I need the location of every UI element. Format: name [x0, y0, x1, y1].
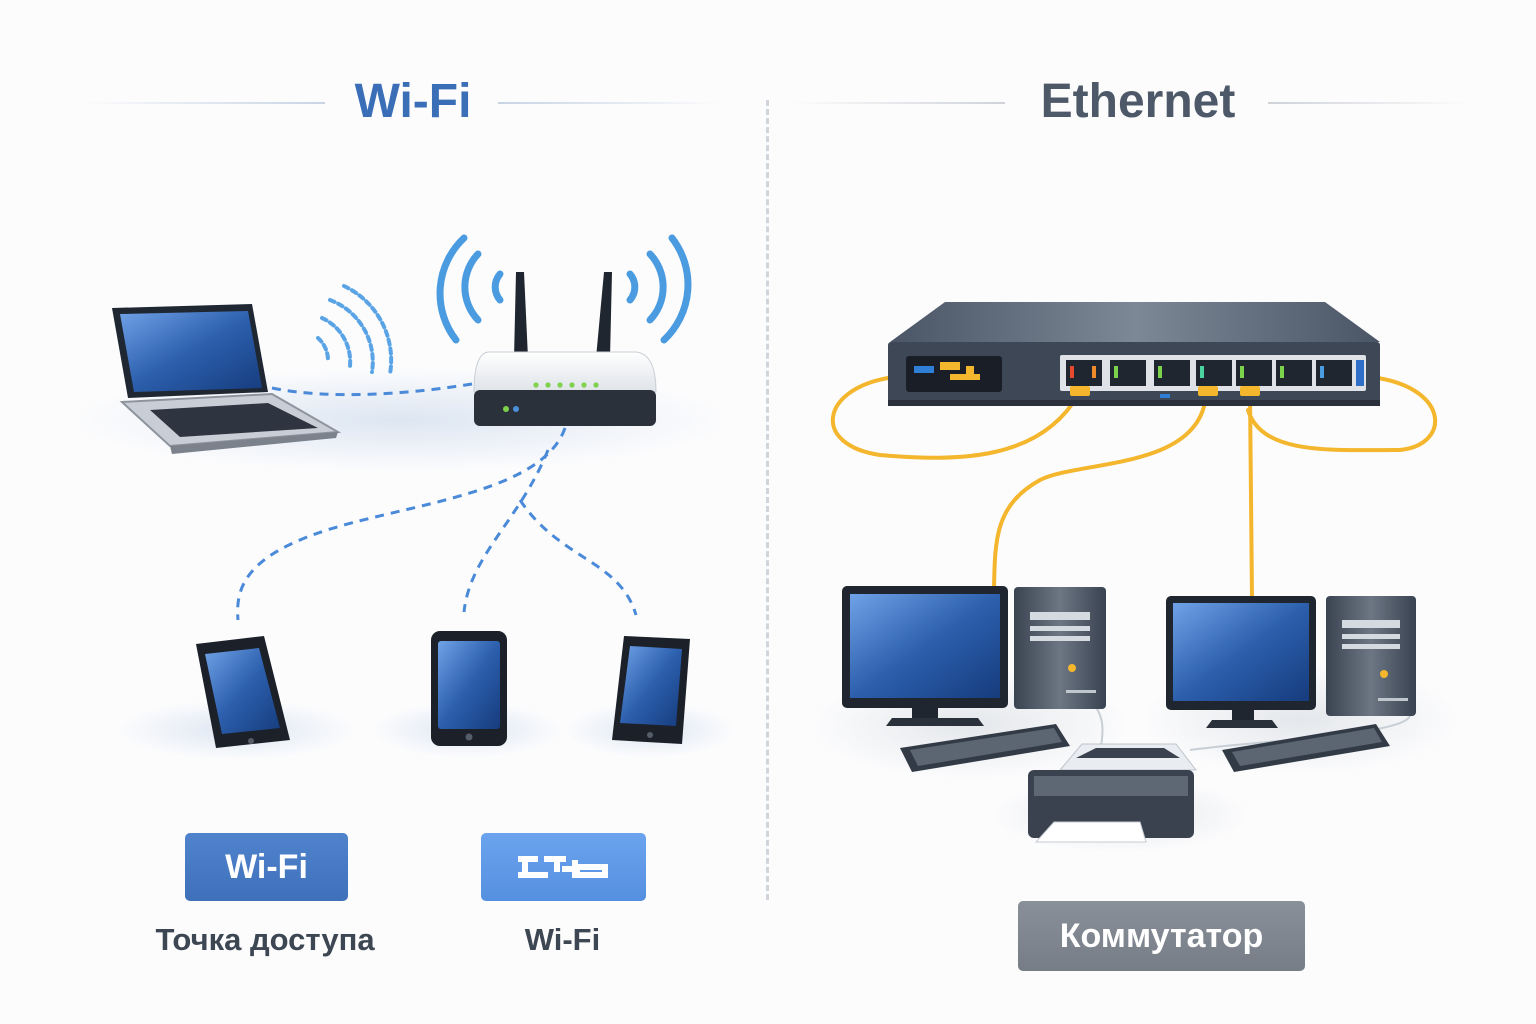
router-signal-icon: [436, 234, 692, 344]
pc-tower-icon: [1326, 596, 1416, 716]
garbled-glyph-icon: [517, 856, 608, 878]
wifi-panel-title: Wi-Fi: [354, 75, 472, 128]
laptop-signal-icon: [316, 284, 394, 376]
keyboard-icon: [900, 724, 1070, 772]
smartphone-icon: [612, 636, 690, 744]
ethernet-panel-title: Ethernet: [1040, 75, 1236, 128]
printer-icon: [1028, 743, 1198, 843]
monitor-icon: [1166, 596, 1316, 728]
laptop-icon: [112, 304, 342, 454]
wifi-glyph-badge: [481, 833, 646, 901]
wifi-title-rule-left: [80, 102, 325, 104]
wireless-links: [236, 382, 638, 621]
panel-divider: [766, 100, 769, 900]
keyboard-icon: [1222, 724, 1390, 772]
switch-badge: Коммутатор: [1018, 901, 1305, 971]
ethernet-title-rule-left: [790, 102, 1005, 104]
tablet-icon: [196, 636, 290, 748]
wifi-title-rule-right: [498, 102, 723, 104]
router-icon: [473, 272, 657, 426]
wifi-badge: Wi-Fi: [185, 833, 348, 901]
network-switch-icon: [888, 302, 1380, 406]
wifi-caption: Wi-Fi: [524, 922, 601, 957]
monitor-icon: [842, 586, 1008, 726]
access-point-caption: Точка доступа: [155, 922, 375, 957]
ethernet-title-rule-right: [1268, 102, 1468, 104]
pc-tower-icon: [1014, 587, 1106, 709]
smartphone-icon: [431, 631, 507, 746]
ethernet-cables: [831, 376, 1438, 600]
